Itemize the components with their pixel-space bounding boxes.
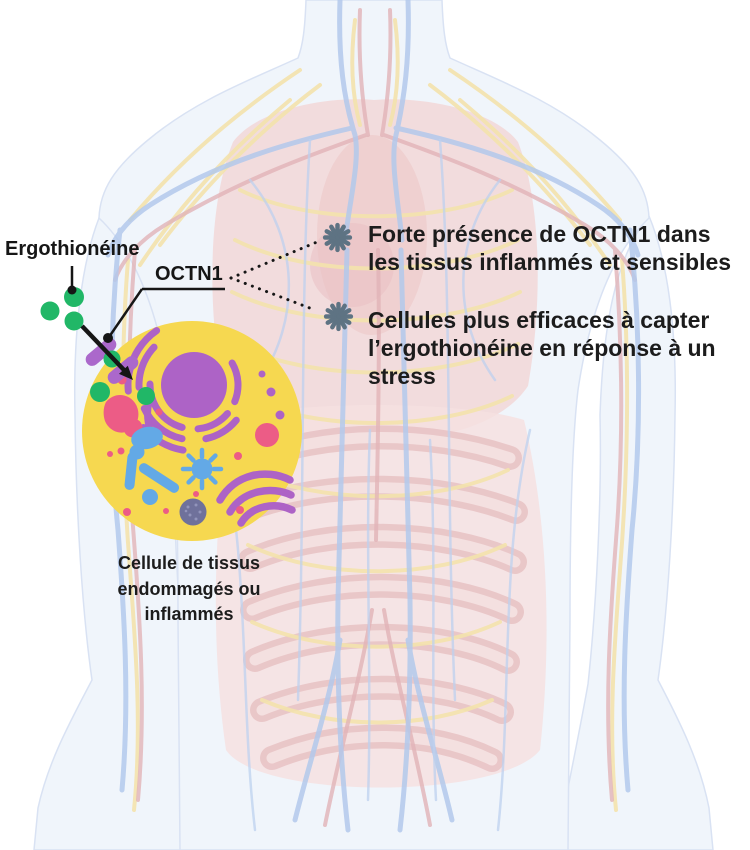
bullet-line: stress xyxy=(368,363,436,389)
intestine-coil-highlights xyxy=(240,431,522,766)
golgi-apparatus xyxy=(216,470,296,527)
bullet-line: les tissus inflammés et sensibles xyxy=(368,249,732,275)
uptake-arrow xyxy=(80,324,133,380)
label-pointer-lines xyxy=(67,266,225,343)
bullet-item-cell-uptake: Cellules plus efficaces à capter l’ergot… xyxy=(368,306,716,390)
bullet-item-octn1-presence: Forte présence de OCTN1 dans les tissus … xyxy=(368,220,731,276)
dotted-connector-lines xyxy=(229,240,319,312)
blood-vessels-blue-thin xyxy=(218,138,532,832)
caption-line: Cellule de tissus xyxy=(117,553,261,573)
purple-vesicles xyxy=(258,370,285,420)
ribosome-sphere xyxy=(179,498,207,526)
bullet-line: Cellules plus efficaces à capter xyxy=(368,307,710,333)
bullet-line: l’ergothionéine en réponse à un xyxy=(368,335,716,361)
bullet-line: Forte présence de OCTN1 dans xyxy=(368,221,711,247)
asterisk-burst-icon xyxy=(322,222,353,253)
centrosome-spikes xyxy=(180,447,224,491)
asterisk-burst-icon xyxy=(323,301,354,332)
ergothioneine-label: Ergothionéine xyxy=(5,238,140,260)
nucleus xyxy=(161,352,227,418)
blue-organelles xyxy=(124,426,213,505)
caption-line: endommagés ou xyxy=(117,578,261,599)
blood-vessels-blue xyxy=(105,0,642,833)
blood-vessels-red xyxy=(113,8,637,827)
cell-caption: Cellule de tissus endommagés ou inflammé… xyxy=(83,551,295,628)
octn1-label: OCTN1 xyxy=(155,263,223,285)
caption-line: inflammés xyxy=(144,604,234,624)
